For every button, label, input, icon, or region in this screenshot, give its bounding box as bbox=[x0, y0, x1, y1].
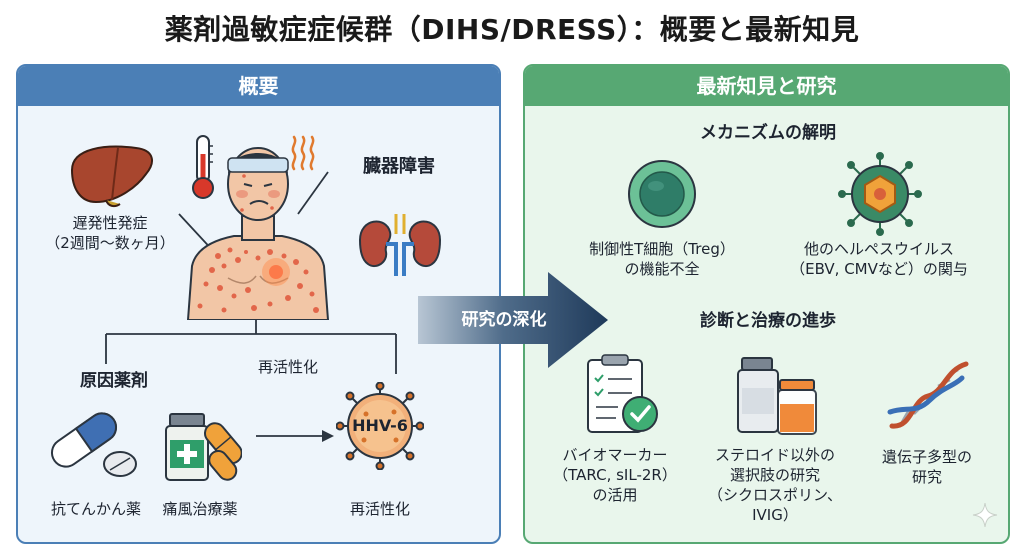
thermometer-icon bbox=[192, 135, 214, 199]
treg-cell-icon bbox=[628, 160, 696, 228]
overview-header: 概要 bbox=[18, 66, 499, 106]
treg-label-line1: 制御性T細胞（Treg） bbox=[589, 240, 735, 258]
hhv6-virus-icon bbox=[336, 382, 424, 470]
latest-findings-panel: 最新知見と研究 bbox=[523, 64, 1010, 544]
liver-icon bbox=[70, 145, 153, 208]
steroid-label-line1: ステロイド以外の bbox=[714, 446, 835, 464]
genetic-label-line1: 遺伝子多型の bbox=[881, 448, 972, 466]
capsule-tablet-icon bbox=[50, 412, 137, 477]
research-deepening-arrow bbox=[418, 272, 608, 368]
page-title: 薬剤過敏症症候群（DIHS/DRESS）：概要と最新知見 bbox=[164, 13, 860, 46]
biomarker-label-line1: バイオマーカー bbox=[562, 446, 668, 464]
steroid-label-line3: （シクロスポリン、 bbox=[707, 486, 843, 504]
heat-waves-icon bbox=[291, 135, 315, 171]
kidney-icon bbox=[358, 214, 442, 276]
organ-damage-label: 臓器障害 bbox=[363, 156, 435, 177]
hhv6-label: HHV-6 bbox=[352, 416, 408, 435]
reactivation-label: 再活性化 bbox=[349, 500, 410, 518]
patient-rash-illustration bbox=[186, 147, 330, 320]
medicine-bottles-icon bbox=[737, 357, 817, 435]
steroid-label-line4: IVIG） bbox=[752, 506, 798, 524]
biomarker-label-line2: （TARC, sIL-2R） bbox=[553, 466, 677, 484]
mechanism-title: メカニズムの解明 bbox=[700, 123, 836, 143]
latest-findings-header: 最新知見と研究 bbox=[525, 66, 1008, 106]
herpes-virus-icon bbox=[838, 152, 922, 236]
sparkle-icon bbox=[972, 502, 998, 528]
gout-drug-label: 痛風治療薬 bbox=[162, 500, 238, 518]
gout-drug-bottle-icon bbox=[165, 413, 242, 481]
biomarker-label-line3: の活用 bbox=[592, 486, 638, 504]
onset-label-line2: （2週間〜数ヶ月） bbox=[45, 234, 175, 252]
steroid-label-line2: 選択肢の研究 bbox=[729, 466, 820, 484]
treg-label-line2: の機能不全 bbox=[624, 260, 700, 278]
causative-drugs-label: 原因薬剤 bbox=[80, 371, 148, 391]
dna-helix-icon bbox=[887, 361, 969, 429]
clipboard-check-icon bbox=[587, 354, 658, 433]
research-deepening-label: 研究の深化 bbox=[461, 310, 547, 330]
herpes-label-line1: 他のヘルペスウイルス bbox=[803, 240, 954, 258]
reactivation-arrow-label: 再活性化 bbox=[257, 358, 318, 376]
diagnosis-treatment-title: 診断と治療の進歩 bbox=[700, 311, 836, 331]
onset-label-line1: 遅発性発症 bbox=[72, 214, 148, 232]
genetic-label-line2: 研究 bbox=[911, 468, 942, 486]
antiepileptic-label: 抗てんかん薬 bbox=[50, 500, 141, 518]
herpes-label-line2: （EBV, CMVなど）の関与 bbox=[790, 260, 968, 278]
